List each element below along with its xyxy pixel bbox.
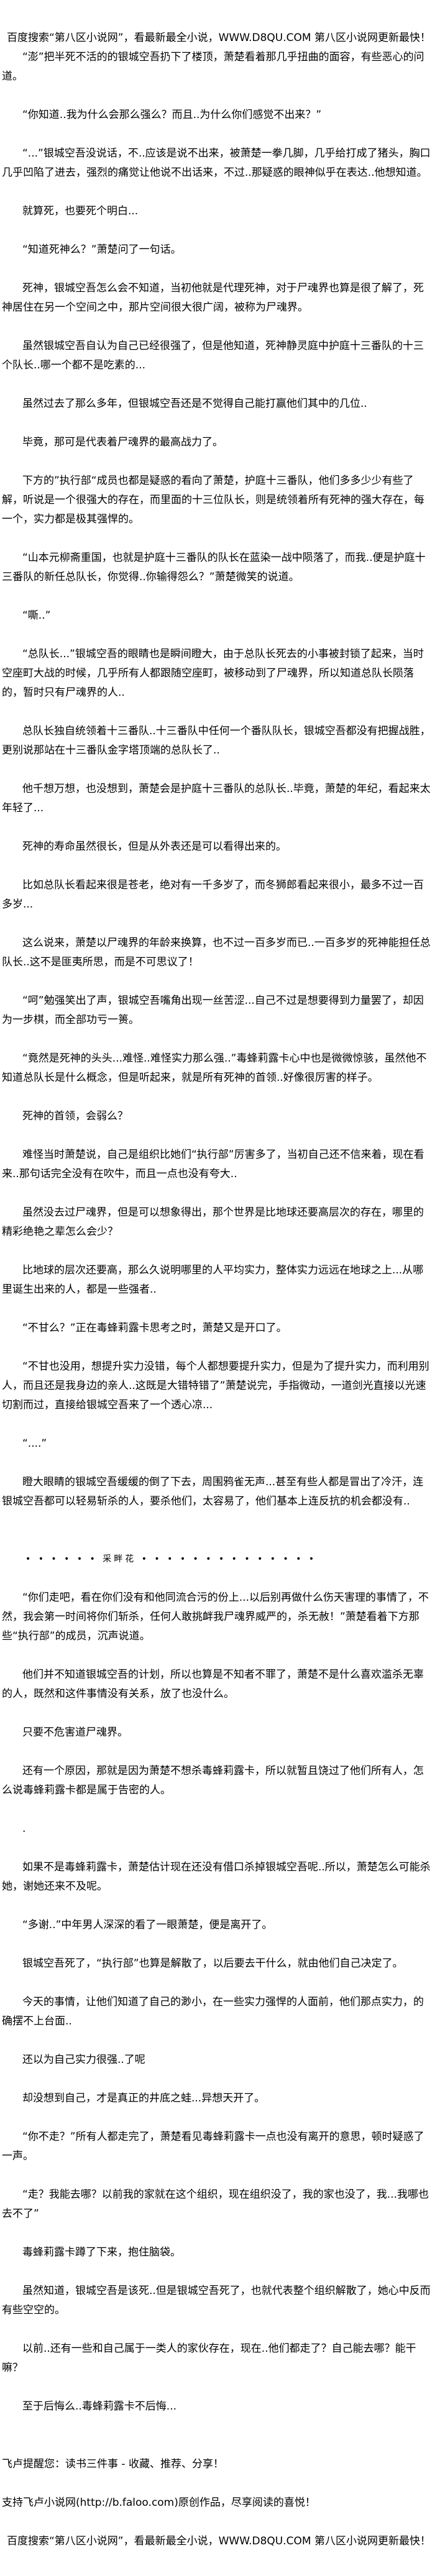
paragraph: 以前..还有一些和自己属于一类人的家伙存在，现在..他们都走了？自己能去哪？能干… [2,2342,416,2374]
paragraph: “...”银城空吾没说话，不..应该是说不出来，被萧楚一拳几脚，几乎给打成了猪头… [2,147,431,179]
paragraph: 死神的寿命虽然很长，但是从外表还是可以看得出来的。 [22,840,286,853]
paragraph: 还以为自己实力很强..了呢 [22,2054,145,2066]
paragraph: “你们走吧，看在你们没有和他同流合污的份上...以后别再做什么伤天害理的事情了，… [2,1591,429,1642]
paragraph: 总队长独自统领着十三番队..十三番队中任何一个番队队长，银城空吾都没有把握战胜，… [2,725,431,757]
paragraph: 至于后悔么..毒蜂莉露卡不后悔... [22,2400,177,2413]
paragraph: 虽然过去了那么多年，但银城空吾还是不觉得自己能打赢他们其中的几位.. [22,398,367,410]
paragraph: 银城空吾死了，“执行部”也算是解散了，以后要去干什么，就由他们自己决定了。 [22,1957,403,1970]
paragraph: 只要不危害道尸魂界。 [22,1726,128,1739]
paragraph: 毒蜂莉露卡蹲了下来，抱住脑袋。 [22,2246,181,2259]
paragraph: “不甘也没用，想提升实力没错，每个人都想要提升实力，但是为了提升实力，而利用别人… [2,1360,429,1411]
paragraph: 下方的”执行部“成员也都是疑惑的看向了萧楚，护庭十三番队，他们多多少少有些了解，… [2,475,424,526]
paragraph: 瞪大眼睛的银城空吾缓缓的倒了下去，周围鸦雀无声...甚至有些人都是冒出了冷汗，连… [2,1476,424,1508]
paragraph: “澎”把半死不活的的银城空吾扔下了楼顶，萧楚看着那几乎扭曲的面容，有些恶心的问道… [2,51,424,83]
support-notice: 支持飞卢小说网(http://b.faloo.com)原创作品，尽享阅读的喜悦！ [2,2496,316,2509]
paragraph: 比地球的层次还要高，那么久说明哪里的人平均实力，整体实力远远在地球之上...从哪… [2,1264,424,1296]
chapter-body: “澎”把半死不活的的银城空吾扔下了楼顶，萧楚看着那几乎扭曲的面容，有些恶心的问道… [2,48,431,1511]
paragraph: “你不走？”所有人都走完了，萧楚看见毒蜂莉露卡一点也没有离开的意思，顿时疑惑了一… [2,2131,424,2162]
paragraph: “知道死神么？”萧楚问了一句话。 [22,243,181,256]
site-banner-bottom: 百度搜索“第八区小说网”，看最新最全小说，WWW.D8QU.COM 第八区小说网… [7,2535,431,2547]
site-banner-top: 百度搜索“第八区小说网”，看最新最全小说，WWW.D8QU.COM 第八区小说网… [7,32,431,44]
paragraph: 虽然知道，银城空吾是该死..但是银城空吾死了，也就代表整个组织解散了，她心中反而… [2,2285,431,2316]
paragraph: 如果不是毒蜂莉露卡，萧楚估计现在还没有借口杀掉银城空吾呢..所以，萧楚怎么可能杀… [2,1861,431,1893]
paragraph: “呵”勉强笑出了声，银城空吾嘴角出现一丝苦涩...自己不过是想要得到力量罢了，却… [2,994,424,1026]
paragraph: “嘶..” [22,609,51,622]
paragraph: “你知道..我为什么会那么强么？而且..为什么你们感觉不出来？” [22,109,322,121]
reading-reminder: 飞卢提醒您：读书三件事 - 收藏、推荐、分享！ [2,2458,224,2470]
paragraph: 比如总队长看起来很是苍老，绝对有一千多岁了，而冬狮郎看起来很小，最多不过一百多岁… [2,879,424,911]
section-separator: • • • • • • 采畔花 • • • • • • • • • • • • … [25,1554,317,1564]
paragraph: “山本元柳斋重国，也就是护庭十三番队的队长在蓝染一战中陨落了，而我..便是护庭十… [2,552,426,583]
paragraph: 他千想万想，也没想到，萧楚会是护庭十三番队的总队长..毕竟，萧楚的年纪，看起来太… [2,783,431,814]
paragraph: 还有一个原因，那就是因为萧楚不想杀毒蜂莉露卡，所以就暂且饶过了他们所有人，怎么说… [2,1765,424,1796]
paragraph: “总队长...”银城空吾的眼睛也是瞬间瞪大，由于总队长死去的小事被封锁了起来，当… [2,648,424,699]
paragraph: 死神的首领，会弱么？ [22,1110,128,1122]
paragraph: 虽然银城空吾自认为自己已经很强了，但是他知道，死神静灵庭中护庭十三番队的十三个队… [2,340,424,371]
paragraph: . [22,1823,26,1835]
paragraph: “竟然是死神的头头...难怪..难怪实力那么强..”毒蜂莉露卡心中也是微微惊骇，… [2,1052,427,1084]
paragraph: 难怪当时萧楚说，自己是组织比她们“执行部”厉害多了，当初自己还不信来着，现在看来… [2,1149,424,1180]
paragraph: 死神，银城空吾怎么会不知道，当初他就是代理死神，对于尸魂界也算是很了解了，死神居… [2,282,424,314]
paragraph: “不甘么？”正在毒蜂莉露卡思考之时，萧楚又是开口了。 [22,1322,287,1334]
paragraph: 今天的事情，让他们知道了自己的渺小，在一些实力强悍的人面前，他们那点实力，的确摆… [2,1996,424,2028]
paragraph: “多谢..”中年男人深深的看了一眼萧楚，便是离开了。 [22,1919,273,1931]
paragraph: 就算死，也要死个明白... [22,205,139,217]
chapter-body-continued: “你们走吧，看在你们没有和他同流合污的份上...以后别再做什么伤天害理的事情了，… [2,1588,431,2416]
paragraph: 却没想到自己，才是真正的井底之蛙...异想天开了。 [22,2092,265,2105]
paragraph: “走？我能去哪？以前我的家就在这个组织，现在组织没了，我的家也没了，我...我哪… [2,2188,429,2220]
paragraph: 他们并不知道银城空吾的计划，所以也算是不知者不罪了，萧楚不是什么喜欢滥杀无辜的人… [2,1668,424,1700]
paragraph: 毕竟，那可是代表着尸魂界的最高战力了。 [22,436,223,448]
paragraph: 这么说来，萧楚以尸魂界的年龄来换算，也不过一百多岁而已..一百多岁的死神能担任总… [2,937,431,968]
paragraph: 虽然没去过尸魂界，但是可以想象得出，那个世界是比地球还要高层次的存在，哪里的精彩… [2,1206,424,1238]
paragraph: “....” [22,1437,47,1450]
